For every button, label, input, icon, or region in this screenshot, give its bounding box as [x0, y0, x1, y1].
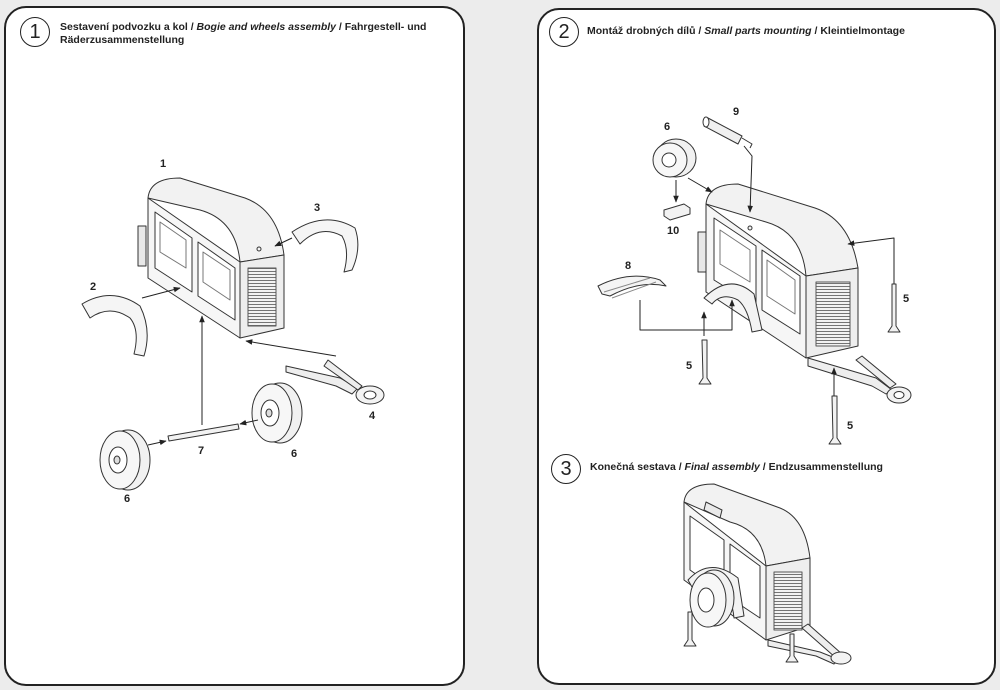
stand-part-5-bottom	[828, 395, 842, 445]
spare-wheel-part-6	[652, 138, 697, 178]
label-part-6-step2: 6	[664, 121, 670, 133]
label-part-9: 9	[733, 106, 739, 118]
step-3-number: 3	[551, 454, 581, 484]
step-1-title-de-2: Räderzusammenstellung	[60, 34, 185, 46]
step-2-title-cz: Montáž drobných dílů /	[587, 25, 705, 37]
fender-part-8	[597, 275, 667, 297]
drawbar-part-4	[285, 359, 385, 405]
wheel-part-6-right	[251, 382, 303, 444]
label-part-7: 7	[198, 445, 204, 457]
step-3-title-en: Final assembly	[684, 461, 760, 473]
step-2-title-de: / Kleintielmontage	[811, 25, 905, 37]
step-1-title: Sestavení podvozku a kol / Bogie and whe…	[60, 21, 460, 47]
step-3-title: Konečná sestava / Final assembly / Endzu…	[590, 461, 990, 474]
block-part-10	[663, 203, 691, 221]
generator-assembled-step2	[697, 183, 912, 404]
label-part-6-left: 6	[124, 493, 130, 505]
label-part-10: 10	[667, 225, 679, 237]
fender-part-2	[81, 295, 148, 357]
step-1-panel	[4, 6, 465, 686]
step-3-title-de: / Endzusammenstellung	[759, 461, 883, 473]
generator-body-part	[137, 177, 285, 339]
axle-part-7	[167, 423, 240, 442]
label-part-1: 1	[160, 158, 166, 170]
label-part-5-left: 5	[686, 360, 692, 372]
step-2-number: 2	[549, 17, 579, 47]
fender-part-3	[291, 219, 359, 273]
step-1-number: 1	[20, 17, 50, 47]
step-3-title-cz: Konečná sestava /	[590, 461, 685, 473]
stand-part-5-right	[887, 283, 901, 333]
step-1-title-de: / Fahrgestell- und	[336, 21, 427, 33]
step-2-title: Montáž drobných dílů / Small parts mount…	[587, 25, 987, 38]
label-part-3: 3	[314, 202, 320, 214]
label-part-6-right: 6	[291, 448, 297, 460]
stand-part-5-left	[698, 339, 712, 385]
muffler-part-9	[702, 116, 753, 149]
label-part-5-bottom: 5	[847, 420, 853, 432]
step-1-title-en: Bogie and wheels assembly	[196, 21, 337, 33]
label-part-5-right: 5	[903, 293, 909, 305]
label-part-4: 4	[369, 410, 376, 422]
final-assembly-drawing	[683, 483, 852, 665]
wheel-part-6-left	[99, 429, 151, 491]
step-2-title-en: Small parts mounting	[704, 25, 812, 37]
label-part-8: 8	[625, 260, 631, 272]
label-part-2: 2	[90, 281, 96, 293]
step-1-title-cz: Sestavení podvozku a kol /	[60, 21, 197, 33]
